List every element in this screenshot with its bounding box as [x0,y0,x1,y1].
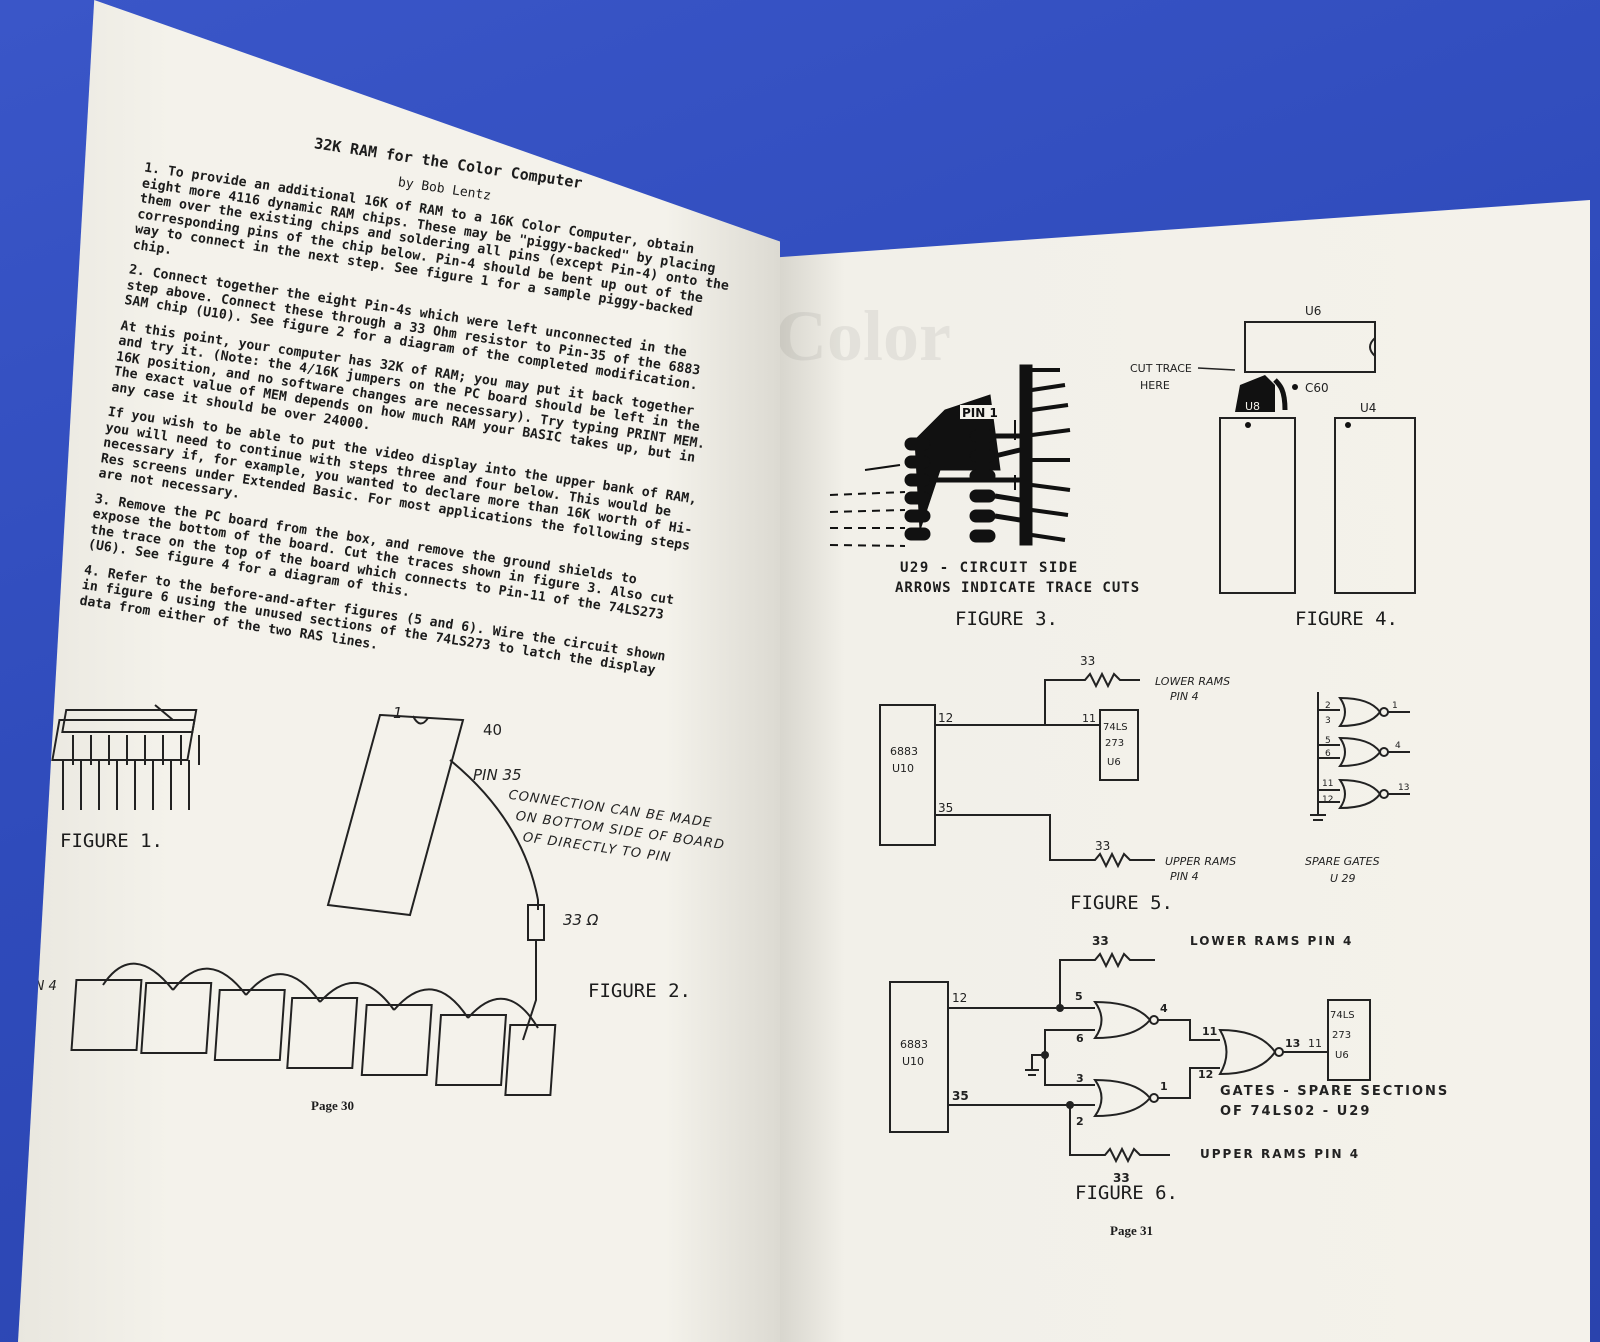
fig2-pin40-label: 40 [483,721,502,739]
figure-1-label: FIGURE 1. [60,830,163,852]
fig5-pin12: 12 [938,711,953,725]
fig6-gates-note-1: GATES - SPARE SECTIONS [1220,1084,1449,1099]
fig6-gate-pin-11a: 11 [1202,1025,1217,1038]
fig6-pin35: 35 [952,1089,969,1103]
fig6-gate-pin-6: 6 [1076,1032,1084,1045]
fig4-u8-label: U8 [1245,400,1260,413]
figure-3-label: FIGURE 3. [955,608,1058,630]
fig6-pin12: 12 [952,991,967,1005]
fig5-sam-1: 6883 [890,745,918,758]
fig6-gate-pin-2: 2 [1076,1115,1084,1128]
fig6-gate-pin-11b: 11 [1308,1037,1322,1050]
fig5-upper-rams-1: UPPER RAMS [1165,855,1236,868]
fig5-gate-pin-2: 2 [1325,701,1331,711]
fig6-r-top: 33 [1092,934,1109,948]
fig5-gate-pin-12: 12 [1322,795,1333,805]
fig5-pin35: 35 [938,801,953,815]
figure-2-drawing: 1 40 PIN 35 33 Ω PIN 4 CONNECTION CAN BE… [23,704,726,1096]
right-page-folio: Page 31 [1110,1223,1153,1238]
fig5-gate-pin-11: 11 [1322,779,1333,789]
figure-5-label: FIGURE 5. [1070,892,1173,914]
fig4-u4-label: U4 [1360,401,1376,415]
figure-4-label: FIGURE 4. [1295,608,1398,630]
fig5-gate-pin-13: 13 [1398,783,1409,793]
fig2-resistor-label: 33 Ω [563,911,599,929]
fig3-pin1-label: PIN 1 [962,406,998,420]
fig6-lower-rams: LOWER RAMS PIN 4 [1190,934,1353,948]
fig6-r-bottom: 33 [1113,1171,1130,1185]
fig5-ls273-3: U6 [1107,757,1121,768]
fig5-spare-gates-1: SPARE GATES [1305,855,1380,868]
fig4-u6-label: U6 [1305,304,1321,318]
fig5-r-top: 33 [1080,654,1095,668]
fig3-caption-2: ARROWS INDICATE TRACE CUTS [895,580,1141,596]
figure-4-drawing: U6 U8 U4 C60 CUT TRACE HERE [1130,304,1416,594]
fig6-gates-note-2: OF 74LS02 - U29 [1220,1104,1371,1119]
figure-2-label: FIGURE 2. [588,980,691,1002]
fig5-gate-pin-5: 5 [1325,736,1331,746]
fig6-upper-rams: UPPER RAMS PIN 4 [1200,1147,1360,1161]
fig5-sam-2: U10 [892,762,914,775]
fig4-cut-trace-line-2: HERE [1140,379,1170,392]
fig5-lower-rams-2: PIN 4 [1170,690,1199,703]
fig5-upper-rams-2: PIN 4 [1170,870,1199,883]
fig6-gate-pin-13: 13 [1285,1037,1300,1050]
fig6-sam-2: U10 [902,1055,924,1068]
fig5-pin11: 11 [1082,712,1096,725]
fig4-cut-trace-line-1: CUT TRACE [1130,362,1192,375]
fig6-sam-1: 6883 [900,1038,928,1051]
fig5-r-bottom: 33 [1095,839,1110,853]
fig3-caption-1: U29 - CIRCUIT SIDE [900,560,1079,576]
fig6-gate-pin-4: 4 [1160,1002,1168,1015]
bleed-through-text: Color [780,296,951,376]
fig6-ls273-2: 273 [1332,1030,1351,1041]
fig5-ls273-2: 273 [1105,738,1124,749]
figure-1-drawing [51,704,200,810]
fig6-ls273-3: U6 [1335,1050,1349,1061]
fig5-lower-rams-1: LOWER RAMS [1155,675,1230,688]
fig5-gate-pin-4: 4 [1395,741,1401,751]
fig5-gate-pin-1: 1 [1392,701,1398,711]
fig5-gate-pin-6: 6 [1325,749,1331,759]
right-page: Color [780,200,1590,1342]
fig4-c60-label: C60 [1305,381,1329,395]
figure-6-label: FIGURE 6. [1075,1182,1178,1204]
figure-5-drawing: 33 33 LOWER RAMS PIN 4 UPPER RAMS PIN 4 … [879,654,1410,885]
fig2-pin4-label: PIN 4 [23,979,57,994]
left-page-text-block: 32K RAM for the Color Computer by Bob Le… [77,110,746,707]
fig6-ls273-1: 74LS [1330,1010,1355,1021]
fig5-ls273-1: 74LS [1103,722,1128,733]
fig6-gate-pin-3: 3 [1076,1072,1084,1085]
fig2-pin35-label: PIN 35 [473,766,522,784]
left-page-folio: Page 30 [311,1098,354,1113]
fig6-gate-pin-12: 12 [1198,1068,1213,1081]
fig2-pin1-label: 1 [393,704,403,722]
figure-6-drawing: 33 33 LOWER RAMS PIN 4 UPPER RAMS PIN 4 … [889,934,1449,1185]
fig5-gate-pin-3: 3 [1325,716,1331,726]
figure-3-drawing: PIN 1 [829,364,1071,547]
fig6-gate-pin-5: 5 [1075,990,1083,1003]
fig5-spare-gates-2: U 29 [1330,872,1356,885]
fig6-gate-pin-1: 1 [1160,1080,1168,1093]
left-page: 32K RAM for the Color Computer by Bob Le… [18,0,780,1342]
